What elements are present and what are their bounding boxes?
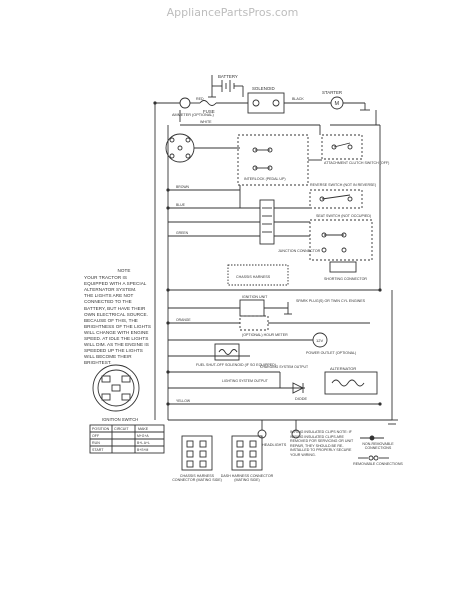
ignition-switch-symbol: [165, 133, 240, 163]
interlock-switch: [237, 134, 309, 186]
note-line: EQUIPPED WITH A SPECIAL: [84, 281, 147, 287]
table-row-run-make: B+L A+L: [137, 441, 150, 445]
non-removable-legend: NON-REMOVABLE CONNECTIONS: [362, 442, 394, 451]
ignition-unit: [239, 299, 265, 317]
site-watermark: AppliancePartsPros.com: [166, 6, 299, 19]
power-outlet-label: POWER OUTLET (OPTIONAL): [306, 351, 356, 355]
ignition-switch-title: IGNITION SWITCH: [102, 417, 138, 422]
removable-legend: REMOVABLE CONNECTIONS: [353, 462, 403, 466]
note-line: BRIGHTEST.: [84, 360, 112, 366]
power-outlet: [250, 332, 328, 348]
ignition-switch-table-frame: [89, 424, 165, 454]
chassis-harness-label: CHASSIS HARNESS: [236, 275, 271, 279]
chassis-harness-connector-drawing: [181, 435, 213, 471]
alternator-note: NOTE YOUR TRACTOR IS EQUIPPED WITH A SPE…: [84, 268, 164, 367]
orange-wire-label: ORANGE: [176, 318, 191, 322]
table-row-off-make: M+G+A: [137, 434, 149, 438]
ammeter-label: AMMETER (OPTIONAL): [172, 113, 215, 117]
junction-connector-label: JUNCTION CONNECTOR: [278, 249, 321, 253]
wiring-clips-note: WIRING INSULATED CLIPS NOTE: IF WIRING I…: [290, 430, 354, 457]
blue-wire-label: BLUE: [176, 203, 186, 207]
note-line: WILL BECOME THEIR: [84, 354, 132, 360]
starter-symbol: M: [335, 101, 340, 107]
fuel-shutoff-label: FUEL SHUT-OFF SOLENOID (IF SO EQUIPPED): [196, 363, 276, 367]
note-line: THE LIGHTS ARE NOT: [84, 293, 134, 299]
headlights-label: HEADLIGHTS: [262, 443, 287, 447]
shorting-connector: [329, 261, 357, 273]
spark-plug: [284, 302, 292, 315]
battery-label: BATTERY: [218, 74, 238, 79]
fuel-shutoff-solenoid: [214, 343, 240, 361]
reverse-switch: [309, 189, 363, 209]
attachment-clutch-label: ATTACHMENT CLUTCH SWITCH (OFF): [324, 161, 389, 165]
table-row-start-make: B+S+M: [137, 448, 148, 452]
note-title: NOTE: [117, 268, 131, 273]
note-line: WILL DIM. AS THE ENGINE IS: [84, 342, 149, 348]
note-line: ALTERNATOR SYSTEM.: [84, 287, 137, 293]
alternator: [324, 371, 378, 395]
attachment-clutch-switch: [321, 134, 363, 160]
diode-label: DIODE: [295, 397, 307, 401]
fuse-label: FUSE: [203, 109, 215, 114]
lighting-output-label: LIGHTING SYSTEM OUTPUT: [222, 379, 268, 383]
starter-motor: [284, 96, 370, 111]
battery: [208, 75, 243, 98]
fuse: [199, 100, 248, 106]
black-wire-label: BLACK: [292, 97, 304, 101]
non-removable-connection-symbol: [360, 435, 384, 441]
table-header-position: POSITION: [92, 427, 110, 431]
ignition-switch-rear-view: [92, 364, 140, 412]
note-line: BRIGHTNESS OF THE LIGHTS: [84, 323, 151, 329]
spark-plugs-label: SPARK PLUG(S) OR TWIN CYL ENGINES: [296, 299, 366, 303]
twelve-v-label: 12V: [316, 338, 323, 343]
yellow-wire-label: YELLOW: [176, 399, 191, 403]
note-line: OWN ELECTRICAL SOURCE.: [84, 311, 148, 317]
white-wire-label: WHITE: [200, 120, 212, 124]
removable-connection-symbol: [358, 455, 389, 461]
note-line: BECAUSE OF THIS, THE: [84, 317, 138, 323]
note-line: WILL CHANGE WITH ENGINE: [84, 329, 149, 335]
charging-output-label: CHARGING SYSTEM OUTPUT: [260, 365, 308, 369]
seat-switch: [309, 219, 373, 261]
note-line: BATTERY, BUT HAVE THEIR: [84, 305, 146, 311]
table-row-off: OFF: [92, 434, 100, 438]
seat-switch-label: SEAT SWITCH (NOT OCCUPIED): [316, 214, 371, 218]
starter-label: STARTER: [322, 90, 342, 95]
brown-wire-label: BROWN: [176, 185, 190, 189]
solenoid-label: SOLENOID: [252, 86, 275, 91]
junction-connector: [259, 199, 275, 245]
interlock-label: INTERLOCK (PEDAL UP): [244, 177, 286, 181]
green-wire-label: GREEN: [176, 231, 189, 235]
note-line: CONNECTED TO THE: [84, 299, 132, 305]
note-line: SPEED. AT IDLE THE LIGHTS: [84, 336, 149, 342]
dash-connector-label: DASH HARNESS CONNECTOR (MATING SIDE): [220, 474, 274, 483]
table-row-run: RUN: [92, 441, 100, 445]
reverse-switch-label: REVERSE SWITCH (NOT IN REVERSE): [310, 183, 376, 187]
note-line: YOUR TRACTOR IS: [84, 275, 127, 281]
hour-meter-label: (OPTIONAL) HOUR METER: [242, 333, 288, 337]
red-wire-label: RED: [196, 97, 204, 101]
chassis-connector-label: CHASSIS HARNESS CONNECTOR (MATING SIDE): [172, 474, 222, 483]
table-row-start: START: [92, 448, 104, 452]
alternator-label: ALTERNATOR: [330, 366, 356, 371]
solenoid: [247, 92, 285, 114]
dash-harness-connector-drawing: [231, 435, 263, 471]
table-header-make: MAKE: [138, 427, 149, 431]
junction-dots: [153, 101, 382, 406]
shorting-connector-label: SHORTING CONNECTOR: [324, 277, 367, 281]
note-line: SPEEDED UP THE LIGHTS: [84, 348, 143, 354]
hour-meter: [239, 315, 269, 331]
table-header-circuit: CIRCUIT: [114, 427, 129, 431]
ignition-unit-label: IGNITION UNIT: [242, 295, 268, 299]
diode: [292, 382, 305, 394]
